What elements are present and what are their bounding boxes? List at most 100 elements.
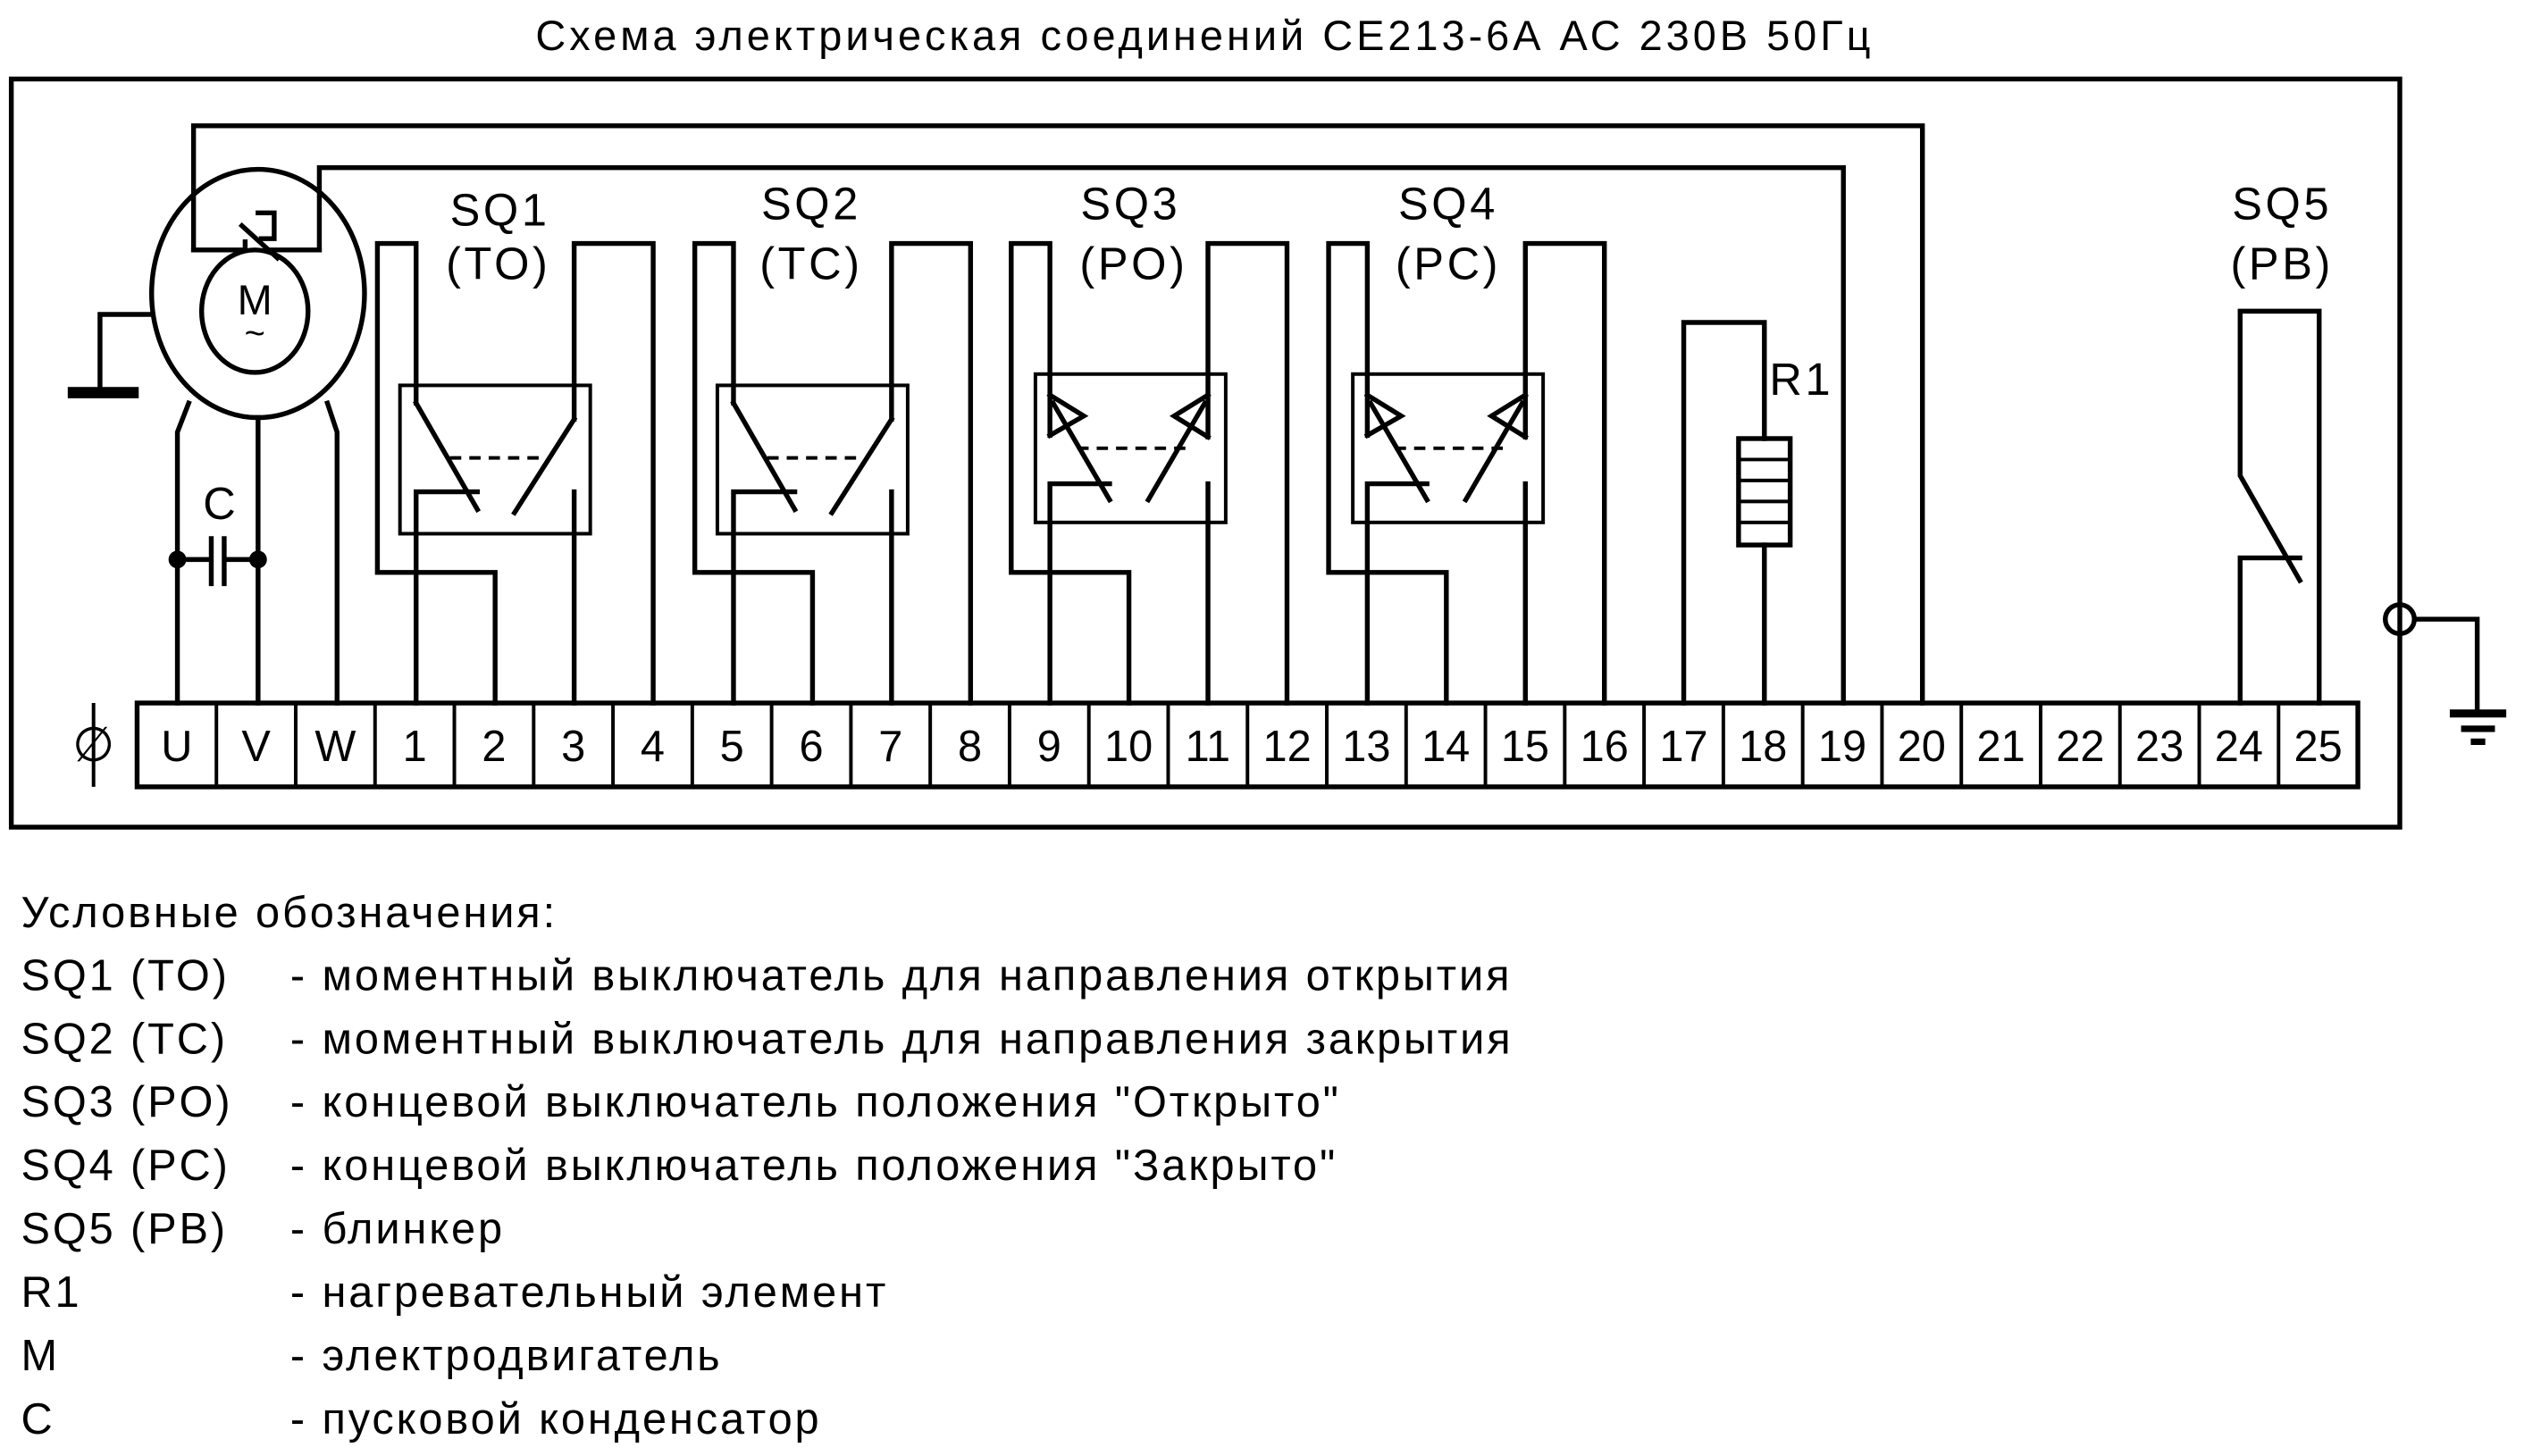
- sq3-code: (PO): [1079, 238, 1187, 289]
- enclosure-frame: [8, 76, 2402, 830]
- legend-row: SQ4 (PC) - концевой выключатель положения…: [21, 1142, 1337, 1190]
- motor-symbol: M: [238, 277, 273, 323]
- wire-u: [174, 399, 192, 706]
- legend-code: R1: [21, 1268, 81, 1317]
- switch-sq1: [374, 240, 656, 706]
- terminal-label: 14: [1421, 723, 1470, 771]
- terminal-label: 4: [641, 723, 665, 771]
- terminal-7: 7: [849, 703, 902, 787]
- terminal-ground-symbol: ∅: [72, 703, 114, 787]
- capacitor-label: C: [203, 478, 236, 529]
- terminal-label: 25: [2294, 723, 2343, 771]
- legend-heading: Условные обозначения:: [21, 889, 558, 937]
- sq3-label: SQ3: [1080, 178, 1180, 229]
- wire-w: [324, 399, 340, 706]
- terminal-16: 16: [1563, 703, 1629, 787]
- terminal-10: 10: [1086, 703, 1153, 787]
- terminal-21: 21: [1959, 703, 2025, 787]
- switch-sq5: [2237, 308, 2322, 706]
- terminal-label: 5: [720, 723, 744, 771]
- wire-thermal-to-20: [190, 123, 1925, 706]
- terminal-label: 20: [1898, 723, 1946, 771]
- sq4-code: (PC): [1396, 238, 1501, 289]
- terminal-4: 4: [611, 703, 665, 787]
- legend-desc: - концевой выключатель положения "Закрыт…: [290, 1142, 1337, 1190]
- motor-ac-symbol: ~: [245, 314, 265, 353]
- sq1-code: (TO): [446, 238, 550, 289]
- legend-desc: - концевой выключатель положения "Открыт…: [290, 1078, 1341, 1126]
- legend-row: C- пусковой конденсатор: [21, 1395, 818, 1443]
- terminal-23: 23: [2117, 703, 2184, 787]
- protective-earth: [2383, 602, 2507, 745]
- ground-icon: [67, 387, 139, 398]
- terminal-label: 18: [1739, 723, 1787, 771]
- terminal-22: 22: [2038, 703, 2104, 787]
- terminal-label: 12: [1263, 723, 1312, 771]
- legend-code: M: [21, 1332, 59, 1380]
- earth-ground-icon: [2449, 709, 2507, 745]
- terminal-17: 17: [1642, 703, 1708, 787]
- terminal-24: 24: [2197, 703, 2263, 787]
- terminal-label: 10: [1104, 723, 1153, 771]
- terminal-20: 20: [1880, 703, 1946, 787]
- legend-desc: - электродвигатель: [290, 1332, 723, 1380]
- terminal-label: 22: [2056, 723, 2104, 771]
- legend-desc: - моментный выключатель для направления …: [290, 951, 1512, 1000]
- legend-row: SQ2 (TC) - моментный выключатель для напр…: [21, 1015, 1514, 1063]
- legend-row: SQ3 (PO)- концевой выключатель положения…: [21, 1078, 1341, 1126]
- terminal-9: 9: [1007, 703, 1061, 787]
- terminal-label: 23: [2135, 723, 2184, 771]
- switch-sq3: [1009, 240, 1290, 706]
- terminal-label: U: [161, 723, 192, 771]
- terminal-label: 2: [482, 723, 506, 771]
- capacitor-c: C: [168, 478, 267, 587]
- terminal-label: 19: [1818, 723, 1866, 771]
- legend-desc: - блинкер: [290, 1205, 505, 1253]
- legend-desc: - моментный выключатель для направления …: [290, 1015, 1514, 1063]
- terminal-13: 13: [1325, 703, 1391, 787]
- sq4-label: SQ4: [1398, 178, 1498, 229]
- legend-row: M - электродвигатель: [21, 1332, 723, 1380]
- terminal-label: W: [314, 723, 356, 771]
- terminal-label: 13: [1342, 723, 1390, 771]
- legend-code: SQ4 (PC): [21, 1142, 230, 1190]
- terminal-label: 17: [1659, 723, 1707, 771]
- heater-r1: [1681, 320, 1793, 706]
- terminal-label: 7: [878, 723, 902, 771]
- terminal-8: 8: [928, 703, 982, 787]
- switch-sq2: [692, 240, 974, 706]
- terminal-12: 12: [1245, 703, 1312, 787]
- terminal-label: 9: [1037, 723, 1061, 771]
- legend-code: SQ5 (PB): [21, 1205, 228, 1253]
- terminal-6: 6: [769, 703, 824, 787]
- legend-row: R1 - нагревательный элемент: [21, 1268, 888, 1317]
- switch-sq4: [1326, 240, 1607, 706]
- sq2-code: (TC): [759, 238, 862, 289]
- terminal-3: 3: [532, 703, 585, 787]
- terminal-5: 5: [690, 703, 744, 787]
- terminal-label: 6: [799, 723, 823, 771]
- legend-row: SQ1 (TO) - моментный выключатель для напр…: [21, 951, 1512, 1000]
- terminal-14: 14: [1404, 703, 1470, 787]
- sq2-label: SQ2: [761, 178, 861, 229]
- legend-desc: - нагревательный элемент: [290, 1268, 888, 1317]
- legend: SQ1 (TO) - моментный выключатель для напр…: [21, 951, 1514, 1443]
- terminal-label: 21: [1976, 723, 2025, 771]
- legend-code: C: [21, 1395, 55, 1443]
- legend-code: SQ1 (TO): [21, 951, 229, 1000]
- legend-code: SQ2 (TC): [21, 1015, 228, 1063]
- terminal-11: 11: [1166, 703, 1231, 787]
- sq5-code: (PB): [2230, 238, 2334, 289]
- terminal-15: 15: [1483, 703, 1549, 787]
- terminal-u: U: [161, 723, 192, 771]
- terminal-label: 3: [561, 723, 585, 771]
- terminal-label: 24: [2215, 723, 2263, 771]
- diagram-title: Схема электрическая соединений СЕ213-6А …: [535, 13, 1874, 59]
- motor-ground-wire: [97, 312, 155, 395]
- terminal-label: 8: [958, 723, 982, 771]
- terminal-label: 11: [1186, 723, 1231, 771]
- terminal-label: 15: [1501, 723, 1549, 771]
- terminal-label: 16: [1581, 723, 1629, 771]
